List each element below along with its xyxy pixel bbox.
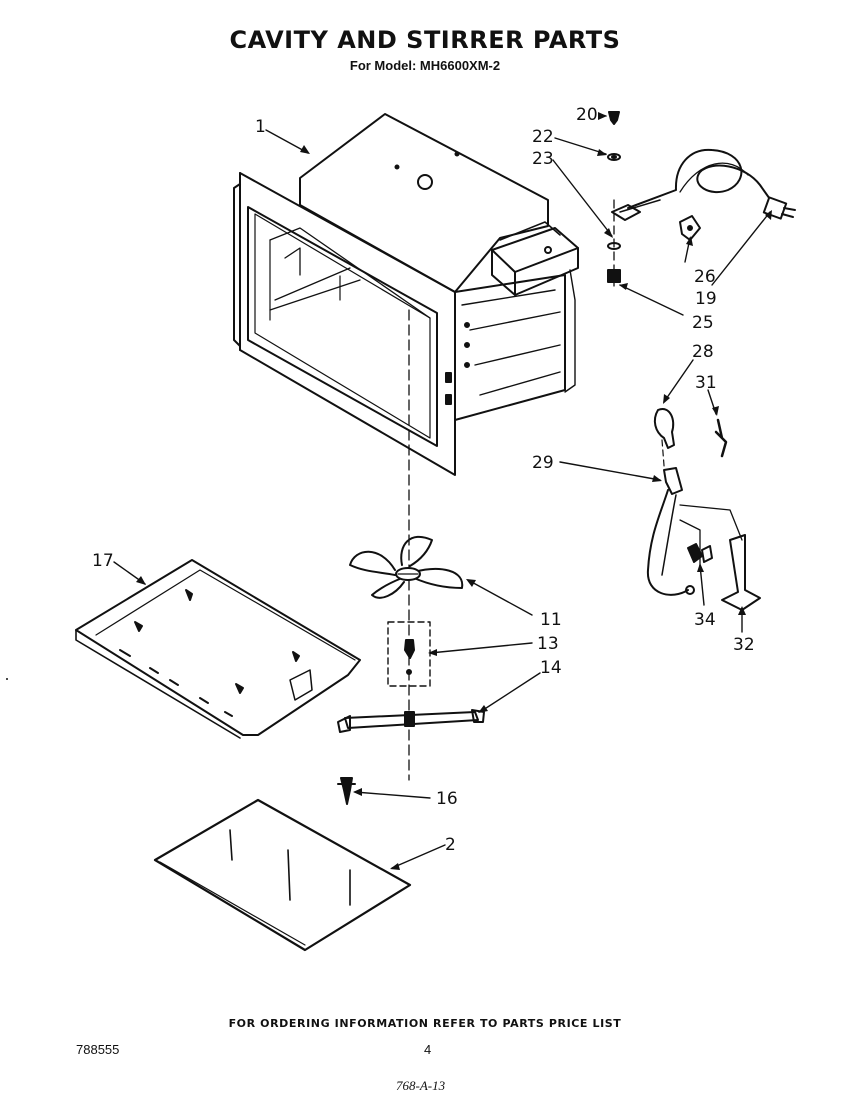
stirrer-blade: [349, 535, 464, 599]
callout-14: 14: [540, 658, 562, 678]
callout-34: 34: [694, 610, 716, 630]
power-cord: [627, 148, 796, 241]
hardware-stack: [607, 111, 661, 291]
lamp-assembly: [646, 408, 761, 611]
document-number: 788555: [76, 1042, 120, 1057]
leader-arrowheads: [136, 112, 772, 870]
callout-11: 11: [540, 610, 562, 630]
cavity-bottom-plate: [75, 559, 361, 739]
callout-16: 16: [436, 789, 458, 809]
callout-25: 25: [692, 313, 714, 333]
callout-22: 22: [532, 127, 554, 147]
leader-lines: [113, 113, 771, 869]
callout-labels: 1 20 22 23 26 19 25 28 31 29 17 11 13 14…: [92, 105, 755, 855]
callout-31: 31: [695, 373, 717, 393]
page-title: CAVITY AND STIRRER PARTS: [229, 26, 621, 54]
callout-17: 17: [92, 551, 114, 571]
stirrer-bar: [337, 709, 485, 733]
stirrer-bearing: [337, 777, 356, 805]
model-subtitle: For Model: MH6600XM-2: [349, 58, 501, 73]
callout-23: 23: [532, 149, 554, 169]
callout-32: 32: [733, 635, 755, 655]
callout-1: 1: [255, 117, 266, 137]
page-number: 4: [424, 1042, 432, 1057]
handwritten-code: 768-A-13: [396, 1078, 446, 1093]
stirrer-shaft-plate: [387, 621, 431, 687]
callout-13: 13: [537, 634, 559, 654]
ordering-note: FOR ORDERING INFORMATION REFER TO PARTS …: [228, 1017, 622, 1030]
callout-26: 26: [694, 267, 716, 287]
oven-cavity: [233, 113, 579, 476]
callout-19: 19: [695, 289, 717, 309]
callout-28: 28: [692, 342, 714, 362]
callout-2: 2: [445, 835, 456, 855]
glass-tray: [153, 798, 412, 952]
callout-20: 20: [576, 105, 598, 125]
callout-29: 29: [532, 453, 554, 473]
